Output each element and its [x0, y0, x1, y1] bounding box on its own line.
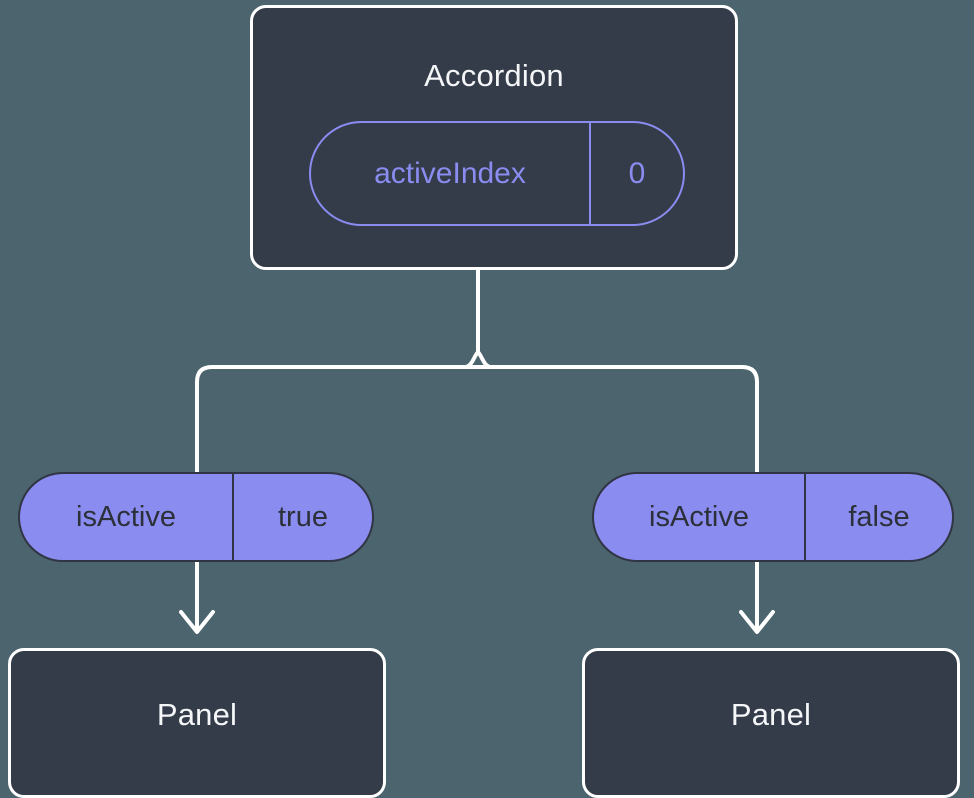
prop-key-label-left: isActive — [20, 474, 234, 560]
prop-value-label-right: false — [848, 500, 910, 533]
prop-pill-left[interactable]: isActive true — [18, 472, 374, 562]
root-component-title: Accordion — [424, 58, 564, 93]
split-junction — [463, 349, 493, 369]
state-pill-active-index[interactable]: activeIndex 0 — [309, 121, 685, 226]
component-card-root[interactable]: Accordion activeIndex 0 — [250, 5, 738, 270]
prop-pill-right[interactable]: isActive false — [592, 472, 954, 562]
state-value-label: 0 — [628, 156, 646, 190]
branch-left — [195, 365, 491, 476]
arrow-head-right-icon — [739, 610, 775, 634]
component-card-panel-right[interactable]: Panel — [582, 648, 960, 798]
arrow-head-left-icon — [179, 610, 215, 634]
panel-left-title: Panel — [156, 697, 238, 732]
diagram-canvas: Accordion activeIndex 0 isActive true is… — [8, 5, 960, 798]
component-card-panel-left[interactable]: Panel — [8, 648, 386, 798]
prop-value-label-left: true — [278, 500, 328, 533]
branch-right — [465, 365, 759, 476]
state-key-label: activeIndex — [311, 123, 591, 224]
prop-key-label-right: isActive — [594, 474, 806, 560]
panel-right-title: Panel — [730, 697, 812, 732]
